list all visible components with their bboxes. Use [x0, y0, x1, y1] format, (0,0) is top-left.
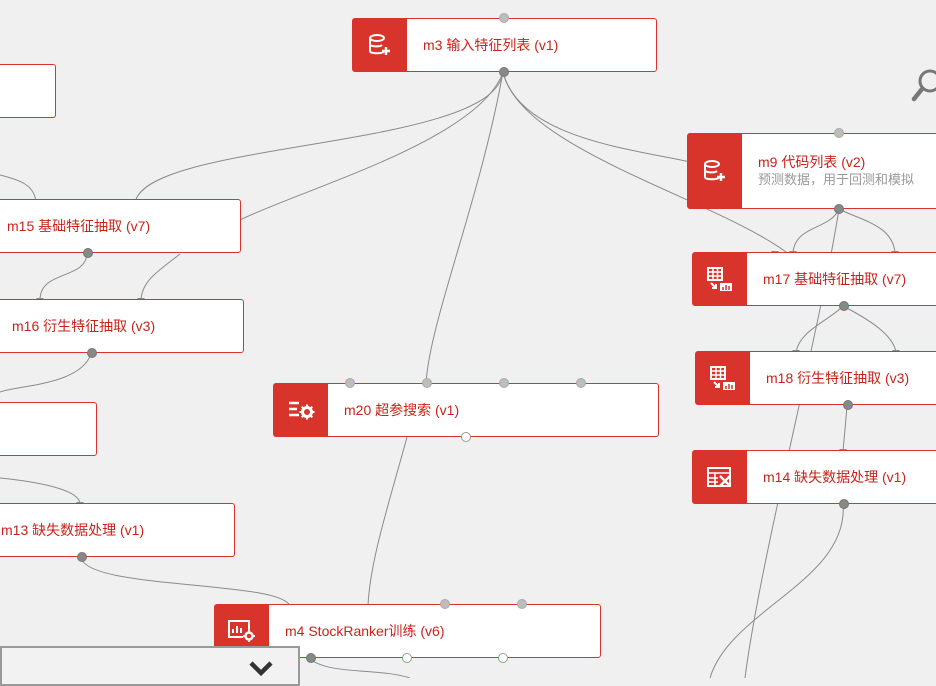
node-title: m3 输入特征列表 (v1): [423, 37, 559, 53]
output-port[interactable]: [498, 653, 508, 663]
edge: [0, 174, 37, 204]
database-plus-icon: [688, 134, 742, 208]
input-port[interactable]: [834, 128, 844, 138]
node-title: m17 基础特征抽取 (v7): [763, 271, 907, 287]
edge: [842, 305, 897, 353]
input-port[interactable]: [499, 378, 509, 388]
table-chart-icon: [693, 253, 747, 305]
module-node-m14[interactable]: m14 缺失数据处理 (v1): [692, 450, 936, 509]
edge: [239, 71, 504, 221]
edge: [792, 208, 840, 254]
output-port[interactable]: [843, 400, 853, 410]
output-port[interactable]: [834, 204, 844, 214]
output-port[interactable]: [402, 653, 412, 663]
edge: [842, 404, 848, 452]
input-port[interactable]: [499, 13, 509, 23]
node-title: m4 StockRanker训练 (v6): [285, 623, 445, 639]
module-node-m17[interactable]: m17 基础特征抽取 (v7): [692, 252, 936, 311]
module-node-m15[interactable]: m15 基础特征抽取 (v7): [0, 199, 241, 258]
node-title: m18 衍生特征抽取 (v3): [766, 370, 910, 386]
edge: [709, 502, 844, 678]
module-node-partial[interactable]: [0, 402, 97, 456]
output-port[interactable]: [87, 348, 97, 358]
node-title: m20 超参搜索 (v1): [344, 402, 460, 418]
module-node-m9[interactable]: m9 代码列表 (v2) 预测数据，用于回测和模拟: [687, 128, 936, 214]
output-port[interactable]: [77, 552, 87, 562]
module-node-m3[interactable]: m3 输入特征列表 (v1): [352, 13, 657, 77]
input-port[interactable]: [345, 378, 355, 388]
edge: [309, 658, 411, 678]
edge: [0, 353, 92, 393]
module-node-m13[interactable]: m13 缺失数据处理 (v1): [0, 503, 235, 562]
input-port[interactable]: [422, 378, 432, 388]
edge: [838, 208, 896, 254]
edge: [795, 305, 844, 353]
database-plus-icon: [353, 19, 407, 71]
edge: [134, 71, 504, 204]
output-port[interactable]: [839, 301, 849, 311]
input-port[interactable]: [517, 599, 527, 609]
bottom-panel: [0, 646, 300, 686]
node-title: m14 缺失数据处理 (v1): [763, 469, 907, 485]
output-port[interactable]: [306, 653, 316, 663]
node-title: m15 基础特征抽取 (v7): [7, 218, 151, 234]
output-port[interactable]: [83, 248, 93, 258]
table-chart-icon: [696, 352, 750, 404]
chevron-down-icon[interactable]: [246, 658, 276, 680]
module-node-m16[interactable]: m16 衍生特征抽取 (v3): [0, 299, 244, 358]
search-icon[interactable]: [910, 66, 936, 106]
edge: [425, 71, 504, 384]
edge: [140, 253, 181, 301]
edge: [502, 71, 691, 163]
module-node-m20[interactable]: m20 超参搜索 (v1): [273, 378, 659, 442]
output-port[interactable]: [839, 499, 849, 509]
output-port[interactable]: [499, 67, 509, 77]
output-port[interactable]: [461, 432, 471, 442]
edge: [502, 71, 791, 256]
edge: [367, 436, 408, 607]
edge: [39, 253, 88, 301]
module-node-m18[interactable]: m18 衍生特征抽取 (v3): [695, 351, 936, 410]
list-gear-icon: [274, 384, 328, 436]
input-port[interactable]: [576, 378, 586, 388]
node-title: m9 代码列表 (v2): [758, 154, 866, 170]
edge: [80, 556, 291, 607]
edge: [0, 477, 81, 505]
module-node-partial[interactable]: [0, 64, 56, 118]
node-description: 预测数据，用于回测和模拟: [758, 172, 915, 187]
node-title: m16 衍生特征抽取 (v3): [12, 318, 156, 334]
module-node-m4[interactable]: m4 StockRanker训练 (v6): [214, 599, 601, 663]
input-port[interactable]: [440, 599, 450, 609]
node-title: m13 缺失数据处理 (v1): [1, 522, 145, 538]
table-x-icon: [693, 451, 747, 503]
